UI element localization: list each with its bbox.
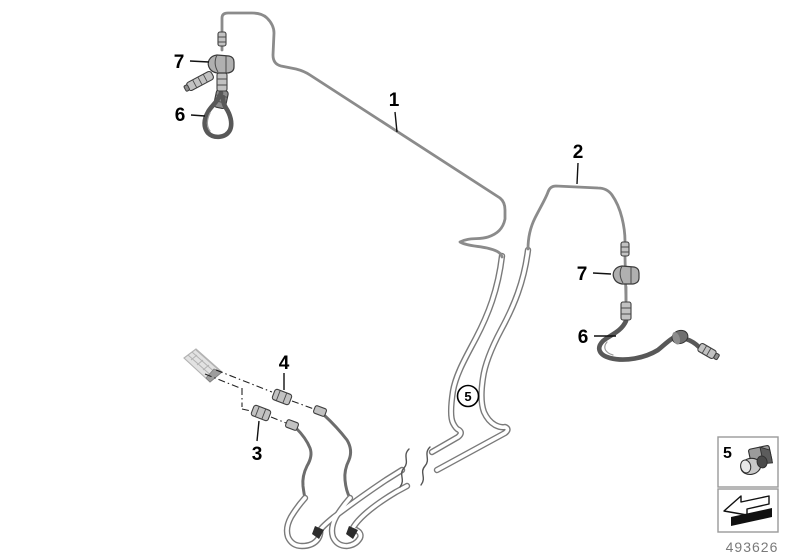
legend-box: 5 493626 [717,436,779,555]
drawing-number: 493626 [726,539,779,555]
callout-5-label: 5 [464,389,471,404]
callout-7-right-label: 7 [577,264,588,285]
brake-hose-front-left [183,31,234,140]
pipe-end-fitting-4 [312,405,328,417]
pipe-loop-tip-left [312,526,324,539]
callout-1: 1 [389,90,400,133]
callout-6-left: 6 [175,105,206,126]
callout-6-right: 6 [578,327,616,348]
union-4 [271,388,293,406]
callout-7-left-label: 7 [174,52,185,73]
pipe-clip-front-right [612,265,640,285]
callout-4: 4 [279,353,290,390]
brake-hose-front-right [596,241,720,362]
abs-unit-ghost [183,348,223,383]
callout-3-label: 3 [252,444,263,465]
clamp-thumbnail [740,445,774,476]
pipe-clip-front-left [207,54,235,74]
callout-4-label: 4 [279,353,290,374]
legend-item-number: 5 [723,445,732,462]
rear-pipe-front-sections [294,413,353,500]
callout-5-circled: 5 [456,384,480,408]
pipe-break-symbol [399,446,431,488]
pipe-end-fitting-3 [284,419,300,431]
rear-pipe-runs [283,246,532,550]
callout-2-label: 2 [573,142,584,163]
callout-7-right: 7 [577,264,612,285]
assembly-centerlines [204,369,315,424]
union-3 [250,404,272,422]
direction-of-travel-arrow-icon [723,495,772,526]
brake-pipe-1 [220,11,507,259]
callout-3: 3 [252,420,263,465]
callout-6-right-label: 6 [578,327,589,348]
pipe-loop-tip-right [346,526,358,539]
callout-6-left-label: 6 [175,105,186,126]
callout-7-left: 7 [174,52,210,73]
callout-1-label: 1 [389,90,400,111]
callout-2: 2 [573,142,584,185]
